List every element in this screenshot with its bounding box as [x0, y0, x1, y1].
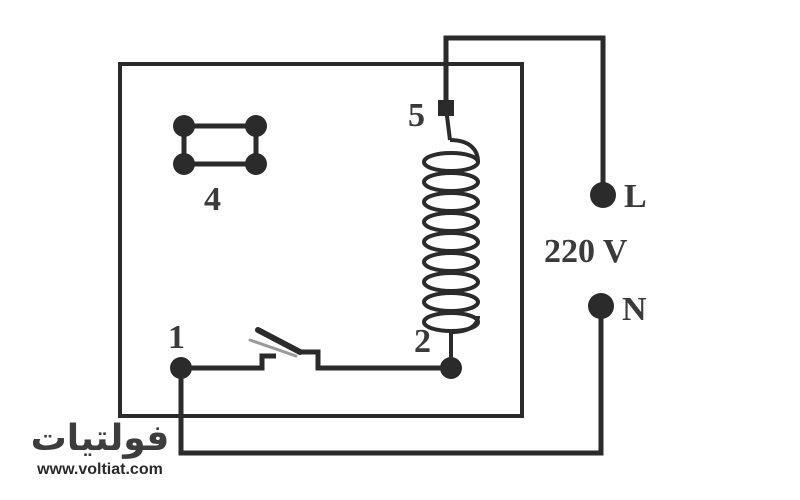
coil-turn [422, 231, 480, 253]
terminal-l-node [590, 182, 616, 208]
label-terminal-2: 2 [414, 323, 431, 360]
label-voltage: 220 V [544, 233, 628, 270]
coil-turn [422, 191, 480, 213]
terminal-n-node [588, 293, 614, 319]
terminal-4-bridge [173, 115, 267, 175]
label-terminal-5: 5 [408, 97, 425, 134]
label-terminal-4: 4 [204, 181, 221, 218]
relay-coil [422, 138, 480, 334]
label-line: L [624, 178, 647, 215]
coil-turn [422, 271, 480, 293]
coil-turn [422, 211, 480, 233]
coil-turn [422, 151, 480, 173]
enclosure-box [118, 62, 524, 418]
terminal-5-node [438, 100, 454, 116]
watermark-url: www.voltiat.com [36, 461, 163, 478]
terminal-2-node [440, 357, 462, 379]
switch-contact [248, 327, 321, 371]
label-terminal-1: 1 [168, 319, 185, 356]
coil-turn [422, 251, 480, 273]
terminal-1-node [170, 357, 192, 379]
coil-turn [422, 291, 480, 313]
watermark-arabic: فولتيات [31, 418, 170, 459]
wire-5-to-l [443, 35, 606, 195]
coil-top-arc [449, 138, 480, 163]
coil-turn [422, 171, 480, 193]
wire-1-to-switch [178, 353, 265, 371]
label-neutral: N [622, 291, 647, 328]
coil-bottom-arc [450, 315, 480, 334]
wire-n-to-1 [178, 303, 604, 456]
